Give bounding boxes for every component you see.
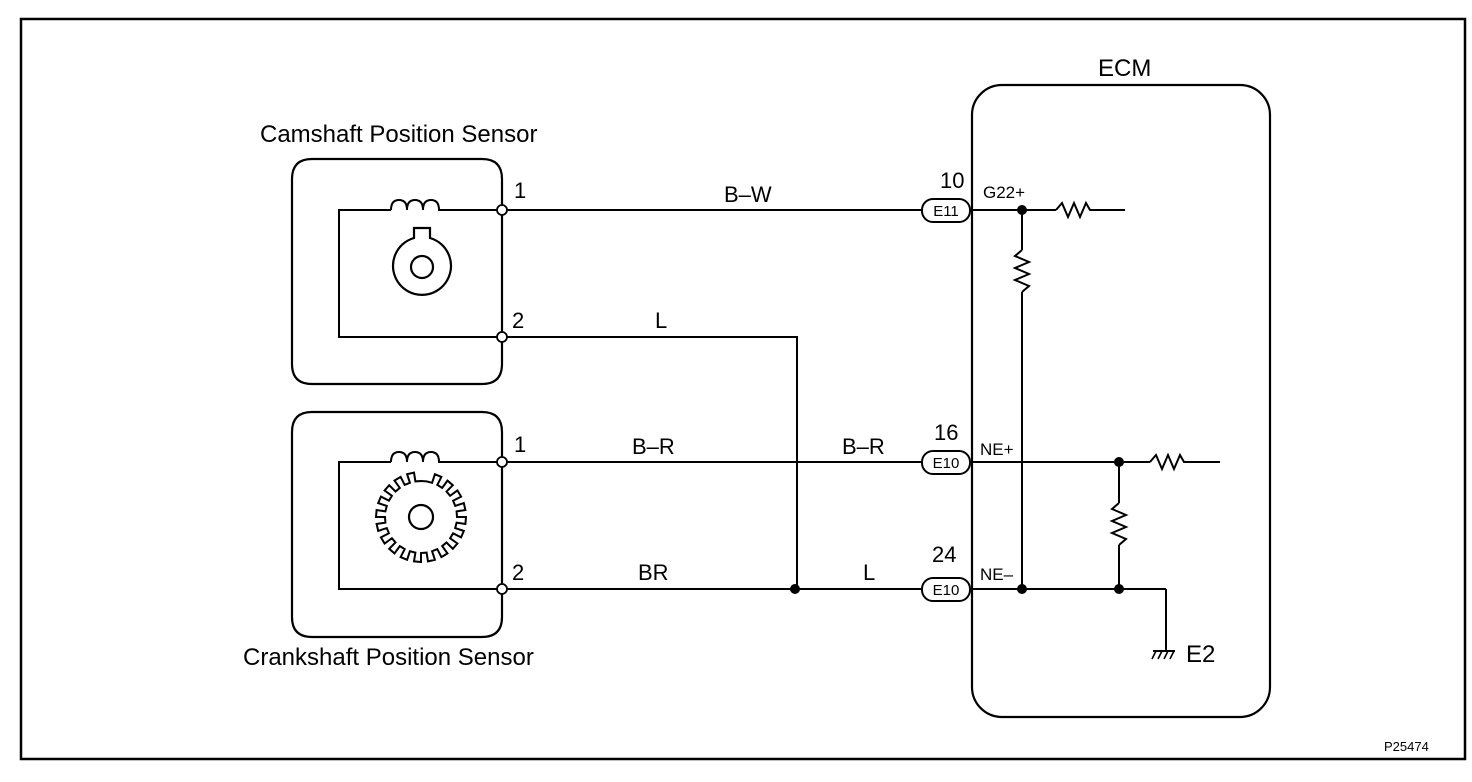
terminal-ne-minus: NE– xyxy=(980,565,1014,584)
wire-color-l-ecm: L xyxy=(863,560,875,585)
crankshaft-gear-icon xyxy=(374,471,468,564)
camshaft-sensor: Camshaft Position Sensor 1 2 xyxy=(260,121,537,386)
g22-pulldown-resistor-icon xyxy=(1012,249,1032,293)
crankshaft-sensor-coil-icon xyxy=(390,450,502,463)
neplus-shunt-resistor-icon xyxy=(1109,502,1129,546)
connector-e10a-label: E10 xyxy=(933,455,960,472)
camshaft-pin1-terminal xyxy=(496,204,508,216)
ecm-block: ECM xyxy=(970,55,1272,719)
ground-label-e2: E2 xyxy=(1186,641,1215,668)
camshaft-sensor-coil-icon xyxy=(390,198,502,212)
wire-color-br-right: B–R xyxy=(842,434,885,459)
wire-splice-dot xyxy=(790,584,800,594)
camshaft-rotor-hub-icon xyxy=(409,254,435,280)
neminus-junction-dot-1 xyxy=(1017,584,1027,594)
camshaft-pin1-number: 1 xyxy=(514,178,526,203)
diagram-frame xyxy=(19,17,1467,761)
figure-reference: P25474 xyxy=(1384,739,1429,754)
camshaft-sensor-loop xyxy=(338,209,502,338)
ecm-outline xyxy=(970,83,1272,719)
camshaft-pin2-number: 2 xyxy=(512,308,524,333)
ecm-connector-g22: E11 10 G22+ xyxy=(921,168,1025,223)
wire-color-br-left: B–R xyxy=(632,434,675,459)
ecm-connector-ne-plus: E10 16 NE+ xyxy=(921,420,1014,475)
harness-wires: B–W L B–R B–R BR L xyxy=(507,182,922,594)
crankshaft-pin1-terminal xyxy=(496,456,508,468)
terminal-ne-plus: NE+ xyxy=(980,440,1014,459)
terminal-g22plus: G22+ xyxy=(983,183,1025,202)
crankshaft-pin1-number: 1 xyxy=(514,432,526,457)
camshaft-sensor-housing xyxy=(290,157,504,386)
wire-color-brown: BR xyxy=(638,560,669,585)
neplus-series-resistor-icon xyxy=(1149,452,1220,472)
ground-icon xyxy=(1151,650,1175,660)
ecm-internal-circuit: E2 xyxy=(970,200,1220,668)
wire-cam2-to-junction xyxy=(507,336,798,589)
connector-pin-10: 10 xyxy=(940,168,964,193)
crankshaft-sensor-loop xyxy=(338,461,502,590)
camshaft-rotor-icon xyxy=(391,226,453,296)
crankshaft-pin2-number: 2 xyxy=(512,560,524,585)
crankshaft-sensor-label: Crankshaft Position Sensor xyxy=(243,644,534,671)
connector-pin-16: 16 xyxy=(934,420,958,445)
crankshaft-pin2-terminal xyxy=(496,583,508,595)
connector-e10b-label: E10 xyxy=(933,582,960,599)
wire-color-bw: B–W xyxy=(724,182,772,207)
wire-color-l-cam: L xyxy=(655,308,667,333)
crankshaft-gear-hub-icon xyxy=(407,503,435,531)
crankshaft-sensor: 1 2 Crankshaft Position Sensor xyxy=(243,410,534,671)
camshaft-pin2-terminal xyxy=(496,331,508,343)
neminus-junction-dot-2 xyxy=(1114,584,1124,594)
camshaft-sensor-label: Camshaft Position Sensor xyxy=(260,121,537,148)
crankshaft-sensor-housing xyxy=(290,410,504,639)
connector-e11-label: E11 xyxy=(933,203,959,220)
g22-series-resistor-icon xyxy=(1055,200,1125,220)
connector-pin-24: 24 xyxy=(932,542,956,567)
ecm-connector-ne-minus: E10 24 NE– xyxy=(921,542,1014,602)
ecm-title: ECM xyxy=(1098,55,1151,82)
